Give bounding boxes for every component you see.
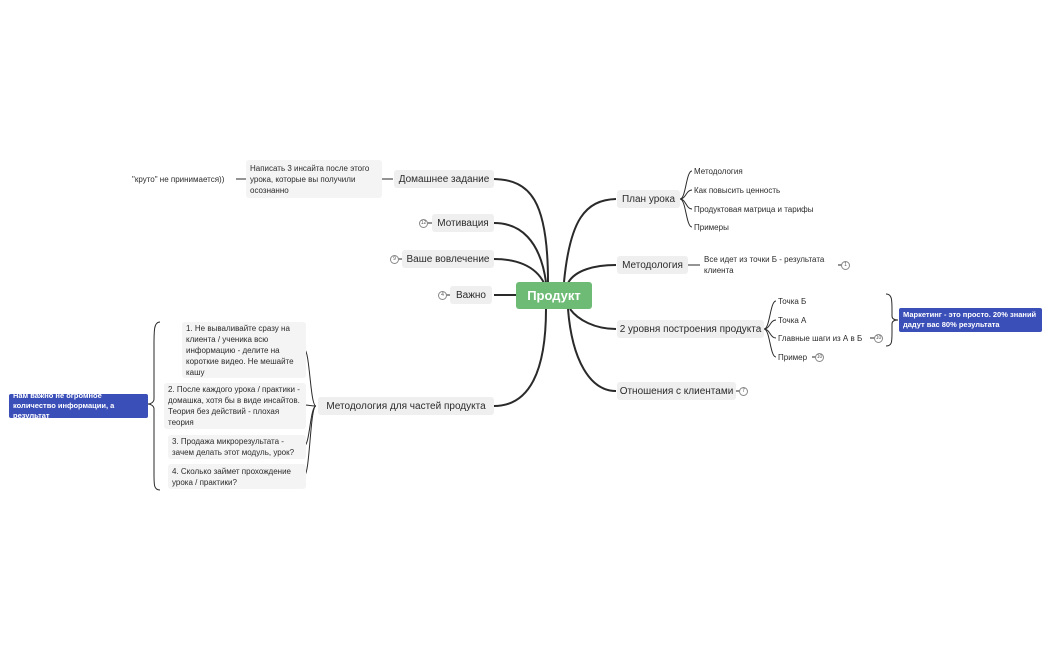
two-levels-item-4-note-icon[interactable]: 10 xyxy=(815,353,824,362)
two-levels-item-3[interactable]: Главные шаги из А в Б xyxy=(776,332,870,344)
lesson-plan-item-4[interactable]: Примеры xyxy=(692,221,732,233)
important-note-icon[interactable]: 4 xyxy=(438,291,447,300)
methodology-parts-item-1[interactable]: 1. Не вываливайте сразу на клиента / уче… xyxy=(182,322,306,378)
homework-child[interactable]: Написать 3 инсайта после этого урока, ко… xyxy=(246,160,382,198)
lesson-plan-item-1[interactable]: Методология xyxy=(692,165,752,177)
root-node[interactable]: Продукт xyxy=(516,282,592,309)
two-levels-item-4[interactable]: Пример xyxy=(776,351,812,363)
two-levels-item-2[interactable]: Точка А xyxy=(776,314,814,326)
motivation-note-icon[interactable]: 12 xyxy=(419,219,428,228)
client-relations-note-icon[interactable]: 7 xyxy=(739,387,748,396)
lesson-plan-item-2[interactable]: Как повысить ценность xyxy=(692,184,792,196)
homework-note[interactable]: "круто" не принимается)) xyxy=(130,173,236,185)
motivation-node[interactable]: Мотивация xyxy=(432,214,494,232)
methodology-parts-item-4[interactable]: 4. Сколько займет прохождение урока / пр… xyxy=(168,464,306,489)
methodology-node[interactable]: Методология xyxy=(617,256,688,274)
two-levels-item-1[interactable]: Точка Б xyxy=(776,295,814,307)
methodology-child[interactable]: Все идет из точки Б - результата клиента xyxy=(700,253,838,277)
lesson-plan-item-3[interactable]: Продуктовая матрица и тарифы xyxy=(692,203,824,215)
methodology-parts-node[interactable]: Методология для частей продукта xyxy=(318,397,494,415)
client-relations-node[interactable]: Отношения с клиентами xyxy=(617,382,736,400)
lesson-plan-node[interactable]: План урока xyxy=(617,190,680,208)
important-node[interactable]: Важно xyxy=(450,286,492,304)
engagement-note-icon[interactable]: 9 xyxy=(390,255,399,264)
two-levels-item-3-note-icon[interactable]: 10 xyxy=(874,334,883,343)
engagement-node[interactable]: Ваше вовлечение xyxy=(402,250,494,268)
two-levels-summary[interactable]: Маркетинг - это просто. 20% знаний дадут… xyxy=(899,308,1042,332)
methodology-parts-item-2[interactable]: 2. После каждого урока / практики - дома… xyxy=(164,383,306,429)
two-levels-node[interactable]: 2 уровня построения продукта xyxy=(617,320,764,338)
methodology-parts-summary[interactable]: Нам важно не огромное количество информа… xyxy=(9,391,148,420)
homework-node[interactable]: Домашнее задание xyxy=(394,170,494,188)
methodology-note-icon[interactable]: 1 xyxy=(841,261,850,270)
methodology-parts-item-3[interactable]: 3. Продажа микрорезультата - зачем делат… xyxy=(168,435,306,459)
